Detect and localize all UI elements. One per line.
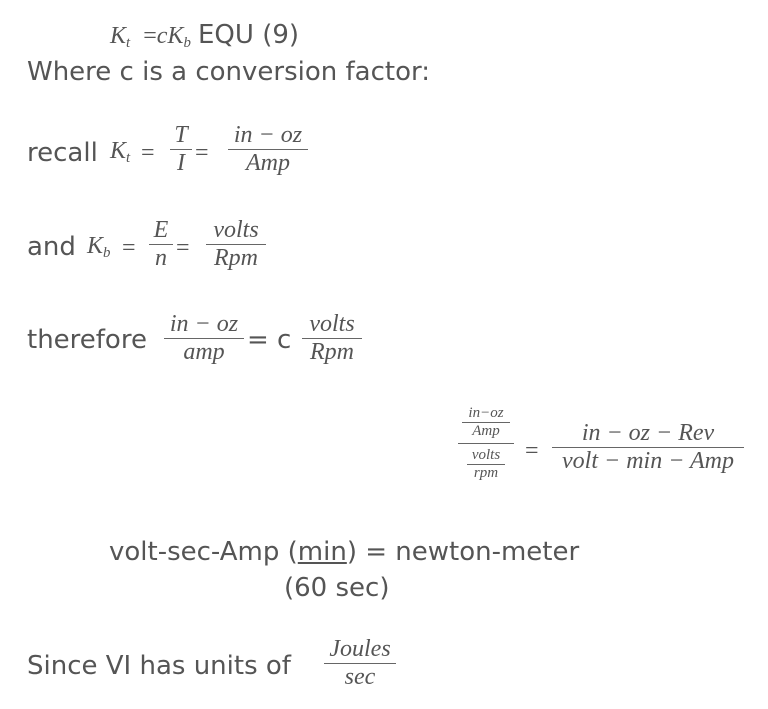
fraction-t-over-i: T I [170,122,192,177]
kb-symbol-and: Kb [87,233,111,261]
equals-sign: = [141,140,155,166]
equals-sign: = [195,140,209,166]
fraction-e-over-n: E n [149,217,173,272]
kt-symbol: Kt [110,23,131,51]
and-word: and [27,232,76,262]
kt-symbol-recall: Kt [110,138,131,166]
fraction-joules-over-sec: Joules sec [324,636,396,691]
equals-sign: = [122,235,136,261]
fraction-volts-over-rpm-therefore: volts Rpm [302,311,362,366]
compound-fraction: in−oz Amp volts rpm [458,405,514,482]
equals-sign: = [525,438,539,464]
therefore-word: therefore [27,325,147,355]
equals-sign: = [176,235,190,261]
fraction-rev-result: in − oz − Rev volt − min − Amp [552,420,744,475]
equals-c: = c [247,325,292,355]
inner-fraction-bottom: volts rpm [467,447,505,482]
equation-9: Kt =cKb EQU (9) [110,20,299,54]
units-line: volt-sec-Amp (min) = newton-meter [109,537,580,567]
fraction-volts-over-rpm: volts Rpm [206,217,266,272]
since-text: Since VI has units of [27,651,291,681]
equals-sign: = [143,23,157,49]
equation-label: EQU (9) [198,20,300,50]
where-text: Where c is a conversion factor: [27,57,430,87]
fraction-inoz-over-amp-lower: in − oz amp [164,311,244,366]
inner-fraction-top: in−oz Amp [462,405,510,440]
recall-word: recall [27,138,98,168]
c-symbol: c [156,23,168,49]
fraction-inoz-over-amp: in − oz Amp [228,122,308,177]
min-underlined: min [297,537,347,567]
sixty-sec: (60 sec) [284,573,390,603]
kb-symbol: Kb [167,23,191,51]
